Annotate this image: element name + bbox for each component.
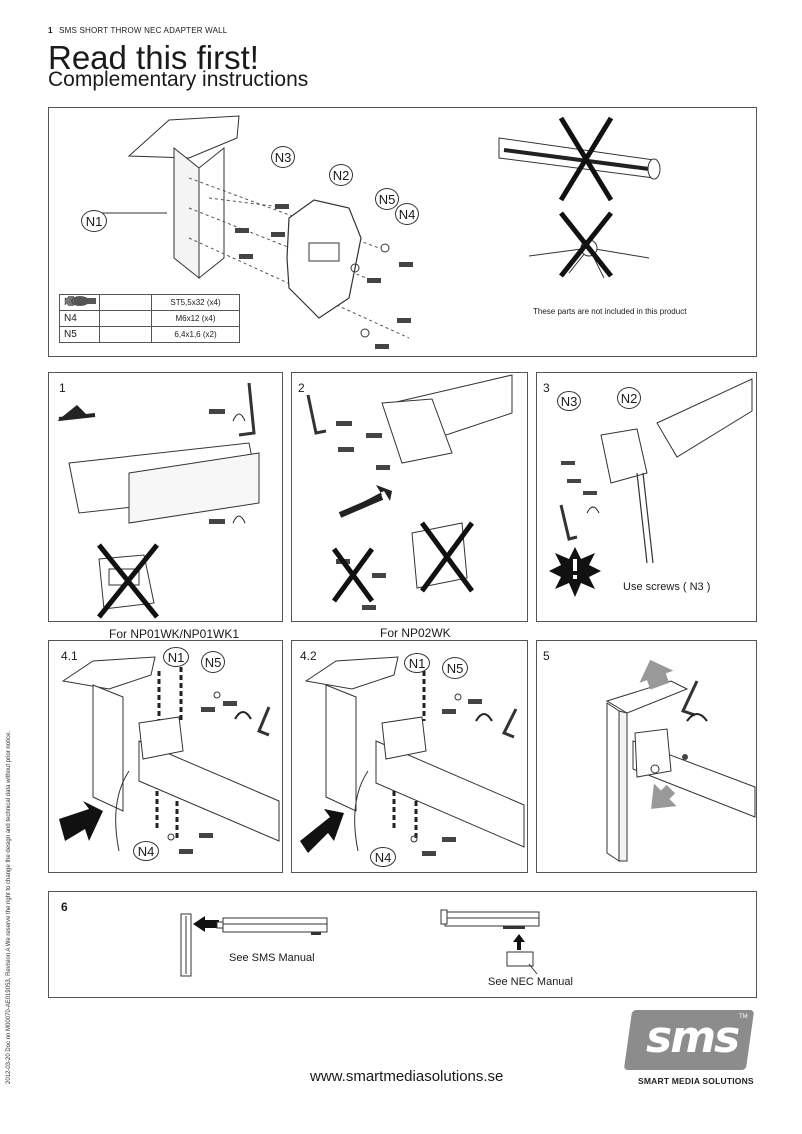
- step-1-panel: 1: [48, 372, 283, 622]
- callout-n2: N2: [329, 164, 353, 186]
- logo-word: sms: [646, 1012, 740, 1063]
- callout-n5: N5: [442, 657, 468, 679]
- step-5-drawing: [605, 659, 756, 862]
- document-title: SMS SHORT THROW NEC ADAPTER WALL: [59, 26, 228, 35]
- step-6-drawing: [180, 909, 540, 977]
- step-3-number: 3: [543, 381, 550, 395]
- callout-n4: N4: [133, 841, 159, 861]
- logo-tagline: SMART MEDIA SOLUTIONS: [638, 1076, 754, 1086]
- overview-drawing: [89, 115, 661, 349]
- step-3-panel: 3 N3 N2 Use screws ( N3 ): [536, 372, 757, 622]
- part-code: N5: [59, 326, 100, 343]
- page-subtitle: Complementary instructions: [48, 68, 309, 91]
- step-5-number: 5: [543, 649, 550, 663]
- overview-panel: N3 N2 N5 N4 N1 N3 ST5,5x32 (x4) N4 M6x12…: [48, 107, 757, 357]
- header-line: 1 SMS SHORT THROW NEC ADAPTER WALL: [48, 26, 227, 35]
- sms-logo: sms TM SMART MEDIA SOLUTIONS: [623, 1010, 755, 1090]
- see-sms-manual: See SMS Manual: [229, 952, 315, 964]
- part-spec: M6x12 (x4): [151, 310, 240, 327]
- callout-n1: N1: [404, 653, 430, 673]
- callout-n3: N3: [271, 146, 295, 168]
- part-spec: 6,4x1,6 (x2): [151, 326, 240, 343]
- step-4-2-panel: 4.2 N1 N5 N4: [291, 640, 528, 873]
- washer-icon: [70, 295, 152, 343]
- step-4-2-number: 4.2: [300, 649, 317, 663]
- side-doc-info: 2012-03-20 Doc no M00070-AE019053, Revis…: [6, 730, 12, 1084]
- page-number: 1: [48, 26, 53, 35]
- part-code: N4: [59, 310, 100, 327]
- step-6-number: 6: [61, 900, 68, 914]
- step-2-number: 2: [298, 381, 305, 395]
- bolt-icon: [67, 295, 152, 327]
- see-nec-manual: See NEC Manual: [488, 976, 573, 988]
- step-1-number: 1: [59, 381, 66, 395]
- logo-trademark: TM: [739, 1014, 748, 1020]
- callout-n4: N4: [395, 203, 419, 225]
- step-5-panel: 5: [536, 640, 757, 873]
- step-4-1-number: 4.1: [61, 649, 78, 663]
- step-2-panel: 2: [291, 372, 528, 622]
- not-included-note: These parts are not included in this pro…: [533, 307, 687, 316]
- label-np01wk: For NP01WK/NP01WK1: [109, 627, 240, 641]
- step-4-2-drawing: [300, 656, 525, 856]
- callout-n5: N5: [375, 188, 399, 210]
- step-6-panel: 6 See SMS Manual See NEC Manual: [48, 891, 757, 998]
- table-row: N4 M6x12 (x4): [59, 295, 240, 327]
- step-3-drawing: [549, 378, 753, 597]
- callout-n5: N5: [201, 651, 225, 673]
- callout-n3: N3: [557, 391, 581, 411]
- parts-table: N3 ST5,5x32 (x4) N4 M6x12 (x4) N5 6,4x1,…: [59, 294, 240, 343]
- screw-icon: [64, 294, 152, 311]
- step-1-drawing: [57, 382, 260, 619]
- table-row: N5 6,4x1,6 (x2): [59, 295, 240, 343]
- callout-n4: N4: [370, 847, 396, 867]
- label-np02wk: For NP02WK: [380, 626, 451, 640]
- step-4-1-drawing: [59, 656, 280, 854]
- website-url: www.smartmediasolutions.se: [310, 1068, 504, 1085]
- callout-n1: N1: [163, 647, 189, 667]
- callout-n1: N1: [81, 210, 107, 232]
- part-spec: ST5,5x32 (x4): [151, 294, 240, 311]
- step-3-note: Use screws ( N3 ): [623, 581, 711, 593]
- page-title: Read this first!: [48, 39, 259, 76]
- step-4-1-panel: 4.1 N1 N5 N4: [48, 640, 283, 873]
- step-2-drawing: [306, 374, 513, 610]
- callout-n2: N2: [617, 387, 641, 409]
